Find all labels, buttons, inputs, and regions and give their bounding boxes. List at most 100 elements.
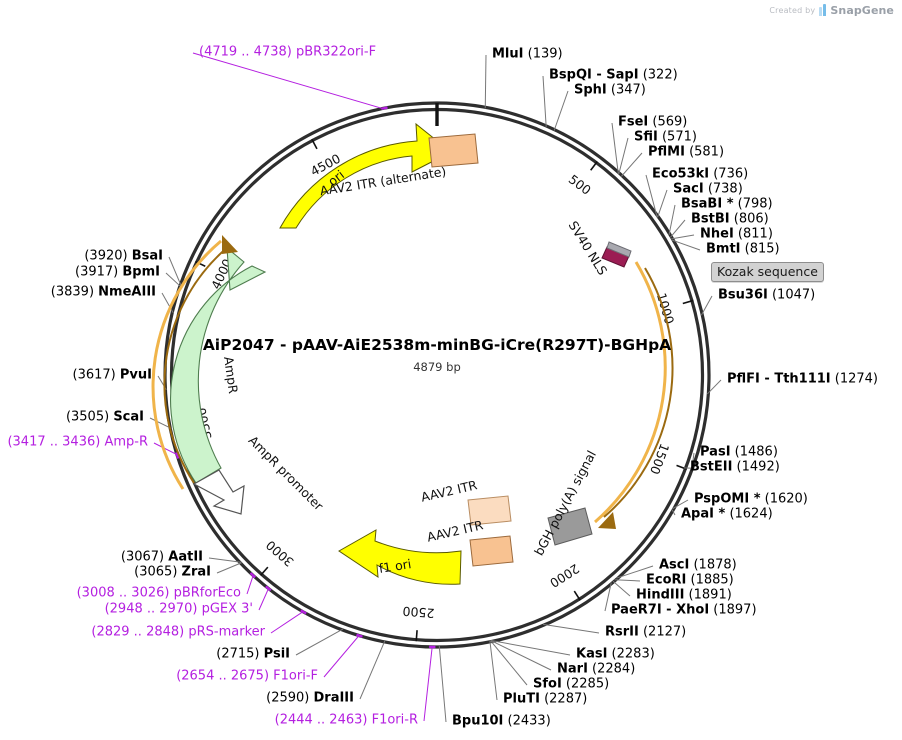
enzyme-label-left-5[interactable]: (3067) AatII (121, 550, 203, 565)
primer-range: (3417 .. 3436) (7, 434, 105, 450)
enzyme-name: SacI (673, 181, 704, 197)
leader-line (490, 640, 528, 686)
enzyme-position: (1274) (830, 371, 879, 387)
enzyme-label-9[interactable]: BstBI (806) (691, 212, 769, 227)
leader-line (258, 587, 270, 611)
enzyme-label-2[interactable]: SphI (347) (574, 83, 646, 98)
primer-range: (2444 .. 2463) (274, 712, 372, 728)
orf-arc-left (151, 239, 222, 490)
primer-arc-group (175, 106, 436, 649)
enzyme-label-11[interactable]: BmtI (815) (706, 242, 780, 257)
ruler-tick (573, 590, 581, 601)
status-badge-kozak[interactable]: Kozak sequence (711, 262, 824, 282)
enzyme-label-left-2[interactable]: (3839) NmeAIII (51, 285, 156, 300)
leader-line (553, 90, 569, 131)
watermark-brand: SnapGene (830, 3, 894, 17)
snapgene-logo-icon (819, 4, 827, 16)
leader-line (618, 137, 629, 175)
enzyme-label-0[interactable]: MluI (139) (492, 47, 563, 62)
enzyme-label-16[interactable]: PspOMI * (1620) (694, 492, 808, 507)
enzyme-label-18[interactable]: AscI (1878) (659, 558, 737, 573)
enzyme-label-26[interactable]: PluTI (2287) (503, 692, 587, 707)
enzyme-position: (1624) (725, 506, 773, 522)
enzyme-position: (806) (729, 211, 769, 227)
enzyme-name: ZraI (181, 564, 211, 580)
feature-ampr[interactable] (170, 246, 267, 484)
enzyme-name: SfiI (634, 129, 658, 145)
enzyme-label-5[interactable]: PflMI (581) (648, 145, 724, 160)
feature-ampr-promoter[interactable] (192, 469, 245, 515)
enzyme-name: RsrII (605, 624, 639, 640)
feature-aav2-itr-alternate[interactable] (428, 133, 479, 168)
enzyme-label-6[interactable]: Eco53kI (736) (652, 167, 748, 182)
leader-line (359, 640, 386, 700)
enzyme-position: (798) (733, 196, 773, 212)
enzyme-label-23[interactable]: KasI (2283) (576, 647, 655, 662)
primer-label-6[interactable]: (2444 .. 2463) F1ori-R (275, 713, 418, 728)
leader-line (706, 379, 722, 395)
enzyme-position: (571) (657, 129, 697, 145)
enzyme-label-left-8[interactable]: (2590) DraIII (266, 691, 354, 706)
feature-bgh-polya-signal[interactable] (547, 507, 593, 546)
enzyme-position: (3617) (72, 367, 120, 383)
enzyme-label-left-0[interactable]: (3920) BsaI (84, 249, 163, 264)
enzyme-label-20[interactable]: HindIII (1891) (636, 588, 732, 603)
leader-line (671, 239, 701, 251)
feature-sv40-nls[interactable] (601, 241, 632, 268)
primer-label-0[interactable]: (4719 .. 4738) pBR322ori-F (199, 45, 376, 60)
enzyme-label-left-3[interactable]: (3617) PvuI (73, 368, 152, 383)
ruler-tick (676, 464, 688, 471)
feature-f1-ori[interactable] (338, 529, 462, 585)
enzyme-label-19[interactable]: EcoRI (1885) (646, 573, 734, 588)
primer-range: (4719 .. 4738) (199, 44, 296, 60)
leader-line (270, 610, 305, 634)
enzyme-name: BmtI (706, 241, 741, 257)
enzyme-name: AscI (659, 557, 690, 573)
enzyme-name: PsiI (263, 646, 290, 662)
enzyme-position: (581) (684, 144, 725, 160)
enzyme-label-left-6[interactable]: (3065) ZraI (134, 565, 211, 580)
feature-aav2-itr[interactable] (469, 535, 514, 567)
enzyme-name: PspOMI * (694, 491, 761, 507)
enzyme-label-7[interactable]: SacI (738) (673, 182, 743, 197)
primer-label-1[interactable]: (3417 .. 3436) Amp-R (7, 435, 148, 450)
enzyme-label-24[interactable]: NarI (2284) (557, 662, 635, 677)
enzyme-label-left-1[interactable]: (3917) BpmI (75, 265, 160, 280)
enzyme-label-22[interactable]: RsrII (2127) (605, 625, 686, 640)
enzyme-name: EcoRI (646, 572, 687, 588)
enzyme-label-4[interactable]: SfiI (571) (634, 130, 697, 145)
leader-line (491, 640, 571, 656)
primer-label-4[interactable]: (2829 .. 2848) pRS-marker (91, 625, 265, 640)
enzyme-position: (2127) (638, 624, 687, 640)
enzyme-label-21[interactable]: PaeR7I - XhoI (1897) (611, 603, 757, 618)
enzyme-label-12[interactable]: Bsu36I (1047) (718, 288, 815, 303)
ruler-tick-label: 2500 (402, 604, 435, 621)
enzyme-position: (2433) (503, 713, 551, 729)
enzyme-label-left-4[interactable]: (3505) ScaI (66, 410, 144, 425)
primer-label-2[interactable]: (3008 .. 3026) pBRforEco (77, 586, 241, 601)
enzyme-label-left-7[interactable]: (2715) PsiI (216, 647, 290, 662)
enzyme-label-15[interactable]: BstEII (1492) (690, 460, 780, 475)
primer-label-5[interactable]: (2654 .. 2675) F1ori-F (176, 669, 318, 684)
enzyme-name: SfoI (533, 676, 562, 692)
enzyme-position: (1047) (767, 287, 816, 303)
enzyme-name: ApaI * (681, 506, 726, 522)
enzyme-label-25[interactable]: SfoI (2285) (533, 677, 609, 692)
primer-label-3[interactable]: (2948 .. 2970) pGEX 3' (105, 602, 253, 617)
feature-aav2-itr-light[interactable] (467, 495, 512, 526)
enzyme-position: (2287) (539, 691, 588, 707)
enzyme-label-14[interactable]: PasI (1486) (700, 445, 778, 460)
enzyme-position: (1492) (732, 459, 780, 475)
leader-line (614, 579, 641, 582)
enzyme-position: (3065) (134, 564, 182, 580)
enzyme-label-8[interactable]: BsaBI * (798) (681, 197, 773, 212)
enzyme-label-17[interactable]: ApaI * (1624) (681, 507, 773, 522)
enzyme-label-10[interactable]: NheI (811) (700, 227, 773, 242)
enzyme-label-27[interactable]: Bpu10I (2433) (452, 714, 551, 729)
enzyme-label-1[interactable]: BspQI - SapI (322) (549, 68, 678, 83)
primer-arc (249, 572, 256, 579)
enzyme-label-13[interactable]: PflFI - Tth111I (1274) (727, 372, 878, 387)
leader-line (246, 574, 255, 595)
enzyme-label-3[interactable]: FseI (569) (618, 115, 687, 130)
leader-line (323, 634, 361, 678)
